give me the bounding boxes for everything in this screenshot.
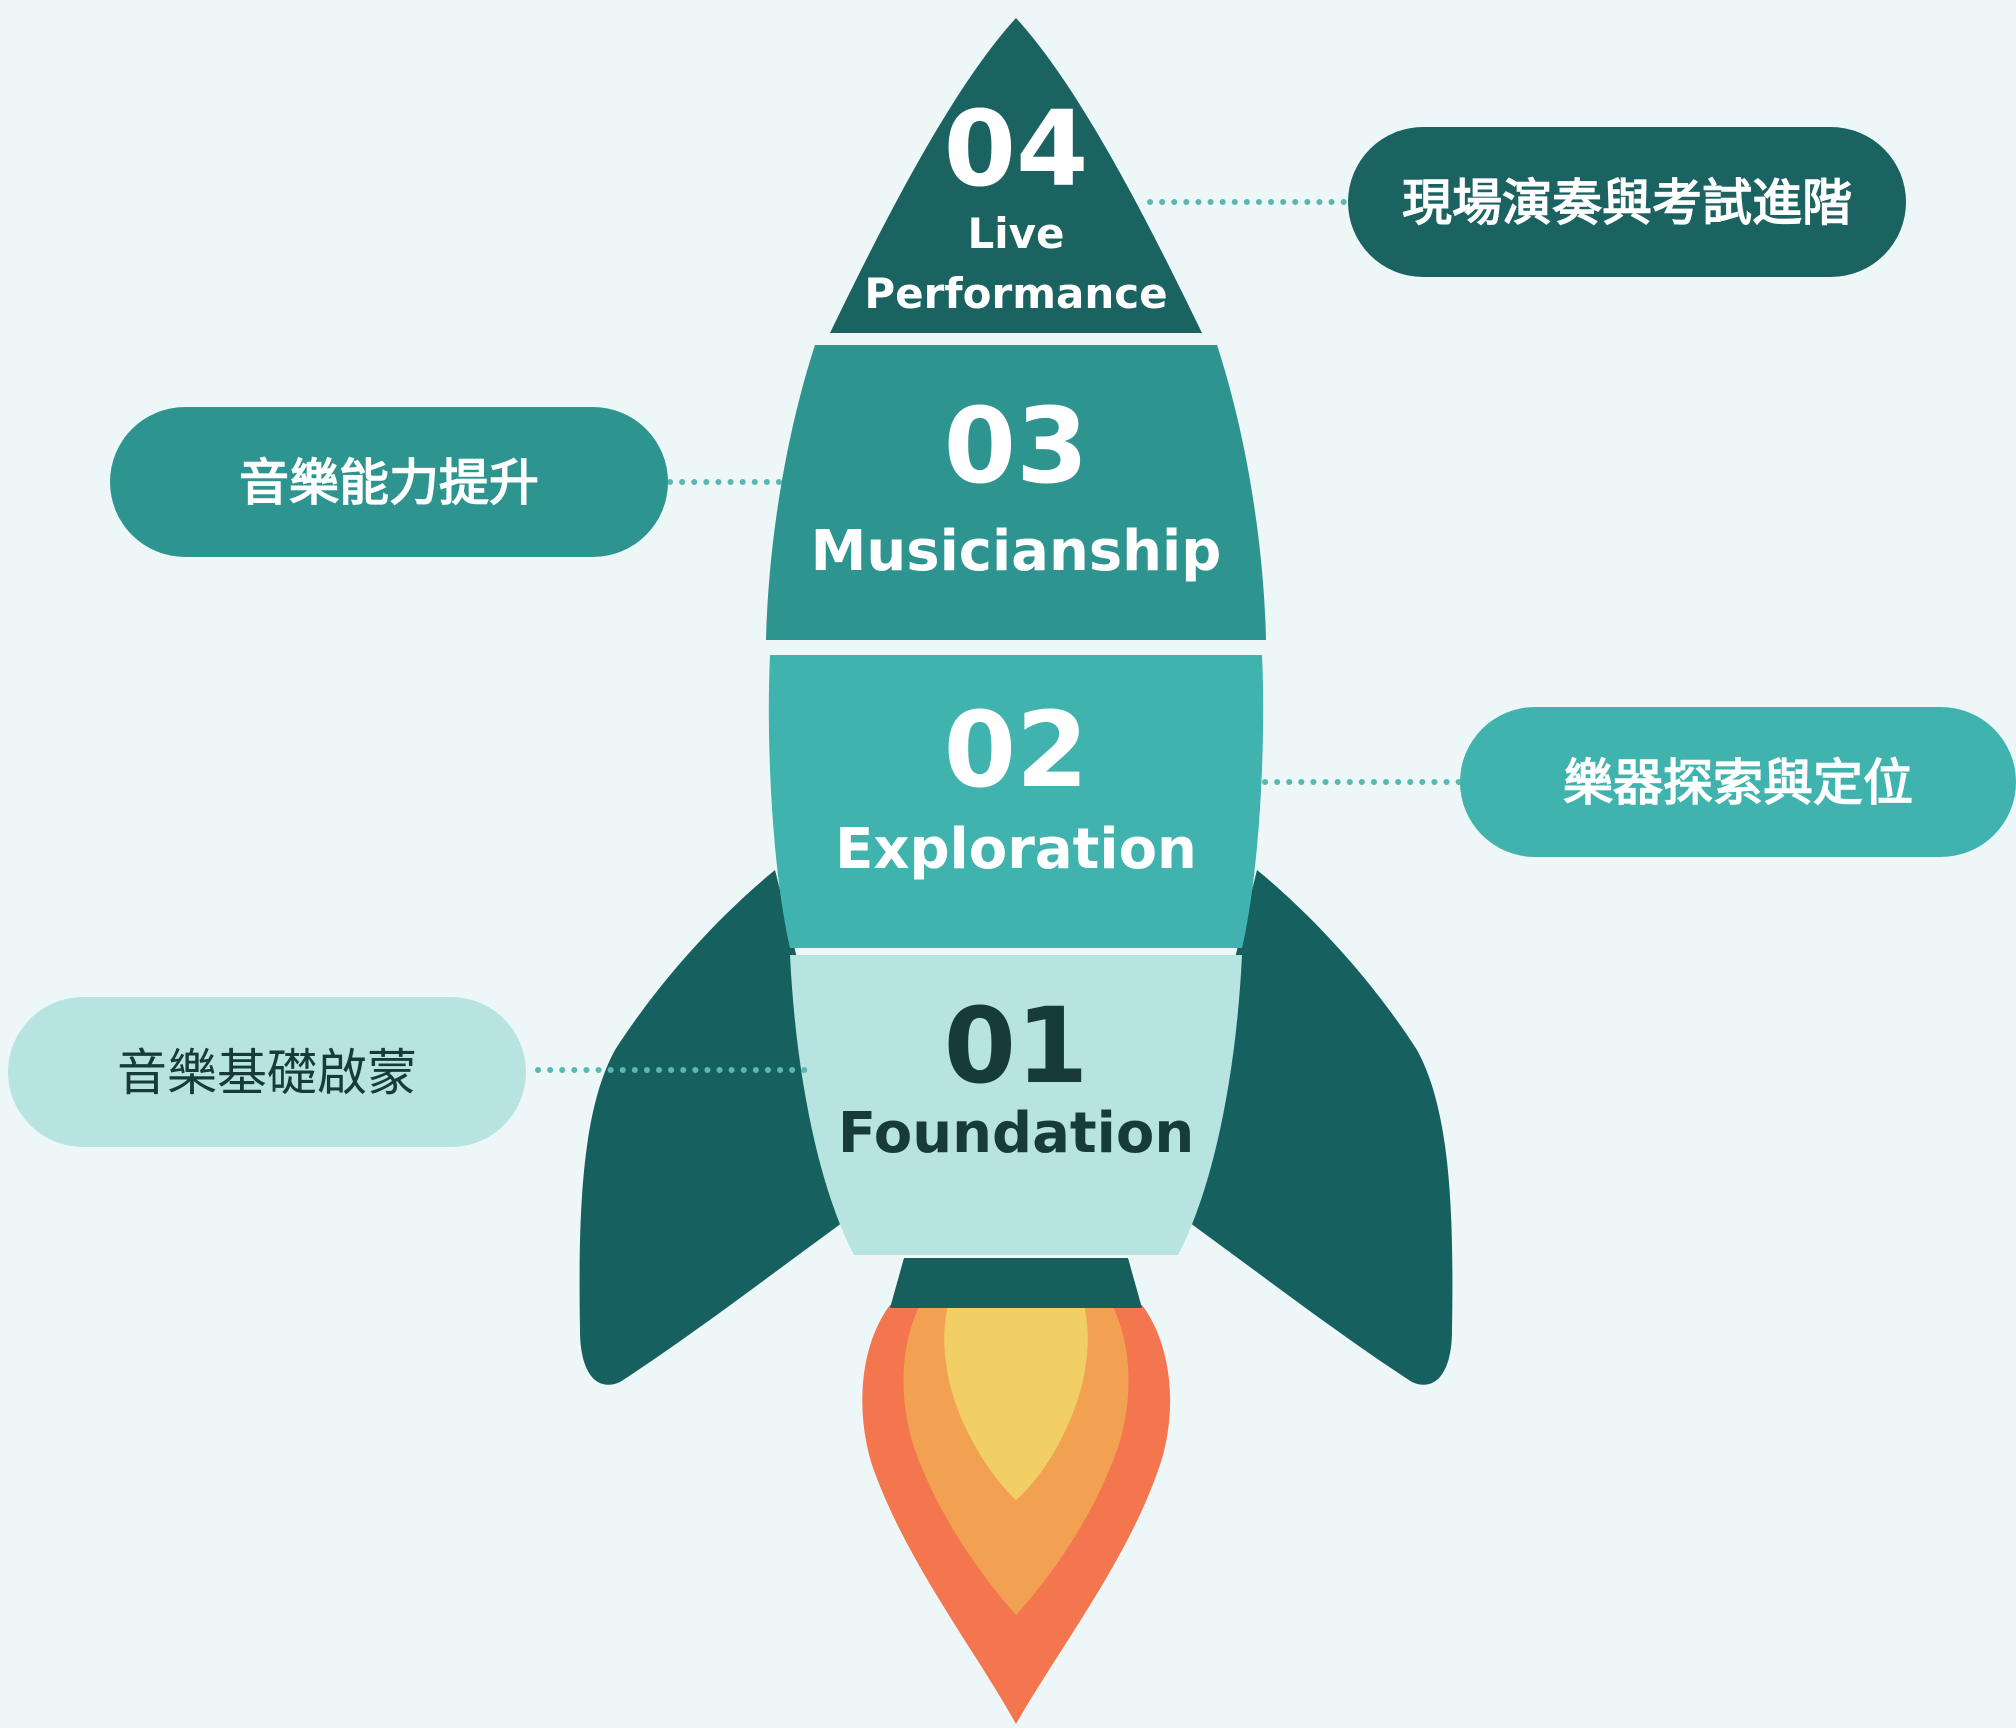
section-04-title-line1: Live	[967, 209, 1064, 258]
section-01-body	[790, 955, 1242, 1255]
label-pill-04: 現場演奏與考試進階	[1348, 127, 1906, 277]
left-fin	[579, 870, 860, 1385]
section-02-text: 02 Exploration	[835, 689, 1197, 882]
label-pill-03: 音樂能力提升	[110, 407, 668, 557]
label-pill-02: 樂器探索與定位	[1460, 707, 2016, 857]
section-01-number: 01	[944, 985, 1089, 1107]
section-02-number: 02	[944, 689, 1089, 811]
section-03-body	[766, 345, 1266, 640]
label-pill-01-text: 音樂基礎啟蒙	[117, 1044, 417, 1102]
label-pill-01-bg	[8, 997, 526, 1147]
right-fin	[1172, 870, 1453, 1385]
rocket-flame	[862, 1305, 1171, 1724]
label-pill-03-text: 音樂能力提升	[239, 454, 539, 512]
connectors	[535, 199, 1463, 1073]
section-01-text: 01 Foundation	[838, 985, 1194, 1166]
section-04-title-line2: Performance	[864, 269, 1167, 318]
flame-inner	[944, 1305, 1088, 1500]
section-03-number: 03	[944, 385, 1089, 507]
label-pill-04-bg	[1348, 127, 1906, 277]
rocket-fins	[579, 870, 1453, 1385]
label-pill-02-bg	[1460, 707, 2016, 857]
section-04-number: 04	[944, 88, 1089, 210]
section-04-text: 04 Live Performance	[864, 88, 1167, 318]
section-02-title: Exploration	[835, 817, 1197, 882]
section-03-title: Musicianship	[811, 519, 1222, 584]
section-02-body	[768, 655, 1264, 948]
label-pill-04-text: 現場演奏與考試進階	[1402, 174, 1852, 232]
label-pill-03-bg	[110, 407, 668, 557]
rocket-nozzle	[890, 1258, 1142, 1308]
section-04-nosecone	[830, 18, 1202, 333]
label-pill-02-text: 樂器探索與定位	[1563, 754, 1913, 812]
section-03-text: 03 Musicianship	[811, 385, 1222, 584]
label-pill-01: 音樂基礎啟蒙	[8, 997, 526, 1147]
section-01-title: Foundation	[838, 1101, 1194, 1166]
